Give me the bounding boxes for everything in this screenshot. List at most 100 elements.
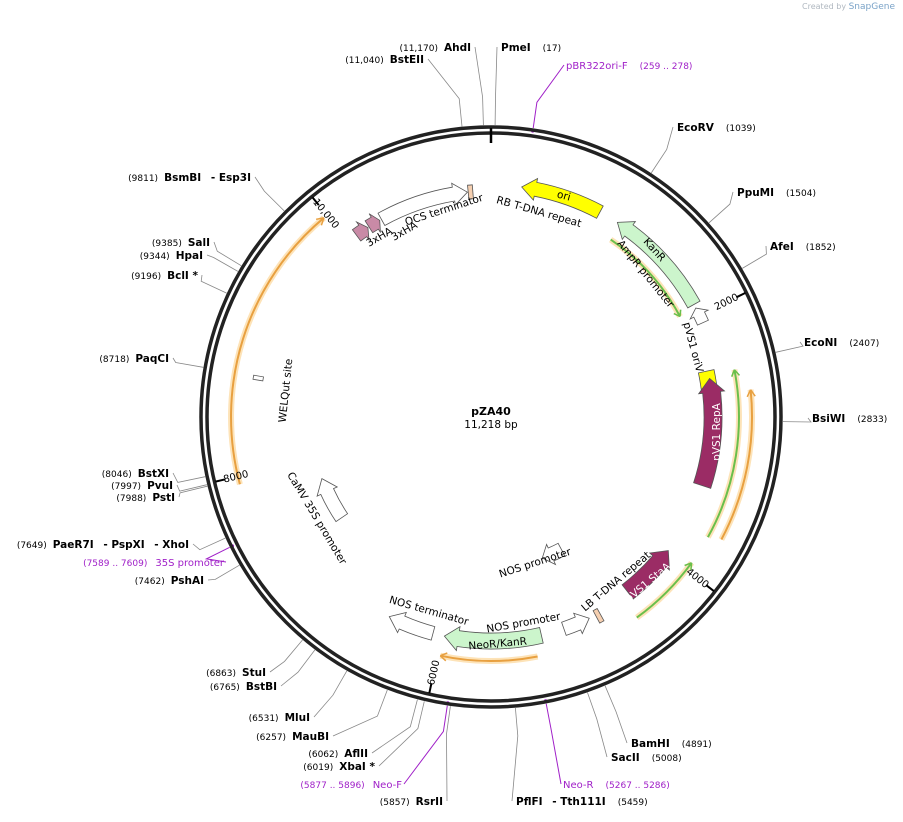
primer-name: Neo-R — [563, 780, 594, 791]
enzyme-leader — [511, 707, 519, 802]
enzyme-name: PstI — [152, 492, 175, 504]
enzyme-leader — [269, 639, 303, 673]
feature-welqut-site[interactable] — [252, 374, 264, 382]
enzyme-site[interactable]: (6019)XbaI * — [303, 761, 375, 773]
enzyme-name: StuI — [242, 667, 266, 679]
enzyme-position: (7462) — [135, 577, 165, 587]
enzyme-name: BclI * — [167, 270, 198, 282]
feature-pvs1-repa[interactable] — [693, 377, 726, 489]
feature-ampr-promoter[interactable] — [689, 307, 710, 326]
enzyme-name: BsmBI — [164, 172, 201, 184]
orf-layer — [228, 215, 756, 664]
enzyme-site[interactable]: PpuMI (1504) — [737, 187, 816, 199]
enzyme-name: PflFI — [516, 796, 543, 808]
enzyme-name: PpuMI — [737, 187, 774, 199]
enzyme-site[interactable]: PmeI (17) — [501, 42, 561, 54]
enzyme-site[interactable]: (5857) RsrII — [380, 796, 443, 808]
enzyme-position: (17) — [543, 44, 561, 54]
primer-name: 35S promoter — [155, 558, 225, 569]
enzyme-name: RsrII — [416, 796, 443, 808]
primer-site[interactable]: pBR322ori-F(259 .. 278) — [566, 61, 692, 72]
enzyme-leader — [254, 176, 285, 212]
enzyme-leader — [207, 564, 240, 581]
enzyme-leader — [604, 685, 628, 744]
tick-label: 2000 — [713, 292, 741, 313]
enzyme-site[interactable]: SacII(5008) — [611, 752, 682, 764]
enzyme-site[interactable]: (6257)MauBI — [256, 731, 329, 743]
enzyme-position: (1852) — [806, 243, 836, 253]
enzyme-site[interactable]: (7997)PvuI — [111, 480, 173, 492]
enzyme-site[interactable]: (7649)PaeR7I - PspXI - XhoI — [17, 539, 189, 551]
enzyme-name: HpaI — [176, 250, 203, 262]
feature-rb-t-dna-repeat[interactable] — [467, 184, 474, 200]
enzyme-name: BamHI — [631, 738, 670, 750]
enzyme-name: XbaI * — [339, 761, 375, 773]
enzyme-site[interactable]: (9344)HpaI — [140, 250, 203, 262]
enzyme-site[interactable]: (9196)BclI * — [131, 270, 198, 282]
enzyme-leader — [371, 699, 418, 754]
enzyme-leader — [280, 649, 316, 687]
primer-site[interactable]: (5877 .. 5896)Neo-F — [300, 780, 402, 791]
primer-site[interactable]: (7589 .. 7609)35S promoter — [83, 558, 225, 569]
enzyme-position: (5857) — [380, 798, 410, 808]
enzyme-site[interactable]: (9811)BsmBI - Esp3I — [128, 172, 251, 184]
enzyme-site[interactable]: (9385)SalI — [152, 237, 210, 249]
feature-kanr[interactable] — [616, 221, 701, 309]
feature-3xha[interactable] — [364, 213, 381, 234]
enzyme-site[interactable]: (6531)MluI — [249, 712, 310, 724]
feature-pvs1-staa[interactable] — [621, 550, 670, 600]
enzyme-leader — [200, 274, 227, 294]
enzyme-site[interactable]: EcoNI(2407) — [804, 337, 879, 349]
enzyme-site[interactable]: (8046)BstXI — [102, 468, 169, 480]
enzyme-position: (1504) — [786, 189, 816, 199]
credit-prefix: Created by — [802, 2, 847, 11]
enzyme-leader — [206, 254, 239, 272]
enzyme-site[interactable]: (7988)PstI — [116, 492, 175, 504]
feature-nos-promoter[interactable] — [561, 612, 590, 636]
enzyme-site[interactable]: (6863)StuI — [206, 667, 266, 679]
enzyme-leader — [178, 485, 208, 498]
orf-arc — [707, 369, 740, 538]
enzyme-leader — [172, 357, 204, 368]
feature-nos-terminator[interactable] — [388, 611, 436, 641]
orf-arc — [636, 562, 693, 619]
tick-mark — [705, 584, 715, 592]
enzyme-site[interactable]: (6765)BstBI — [210, 681, 277, 693]
tick-label: 4000 — [684, 567, 711, 591]
enzyme-name: MluI — [285, 712, 310, 724]
enzyme-site[interactable]: PflFI - Tth111I(5459) — [516, 796, 648, 808]
enzyme-site[interactable]: BamHI(4891) — [631, 738, 712, 750]
feature-nos-promoter[interactable] — [541, 542, 566, 566]
tick-label: 6000 — [426, 659, 442, 686]
feature-label: pVS1 oriV — [680, 321, 705, 375]
enzyme-site[interactable]: (11,040)BstEII — [345, 54, 424, 66]
snapgene-credit: Created by SnapGene — [802, 2, 895, 12]
enzyme-site[interactable]: BsiWI(2833) — [812, 413, 887, 425]
enzyme-position: (5008) — [652, 754, 682, 764]
primer-site[interactable]: Neo-R(5267 .. 5286) — [563, 780, 670, 791]
feature-ocs-terminator[interactable] — [377, 182, 469, 227]
enzyme-position: (8718) — [99, 355, 129, 365]
enzyme-site[interactable]: AfeI(1852) — [770, 241, 836, 253]
enzyme-site[interactable]: (8718) PaqCI — [99, 353, 169, 365]
enzyme-site[interactable]: (6062)AflII — [308, 748, 368, 760]
plasmid-length: 11,218 bp — [464, 419, 518, 431]
enzyme-name: PaqCI — [135, 353, 169, 365]
enzyme-leader — [708, 191, 734, 224]
enzyme-position: (2833) — [857, 415, 887, 425]
enzyme-leader — [474, 46, 484, 126]
enzyme-position: (11,040) — [345, 56, 384, 66]
feature-3xha[interactable] — [351, 220, 370, 242]
enzyme-site[interactable]: EcoRV(1039) — [677, 122, 756, 134]
feature-ori[interactable] — [521, 177, 604, 219]
feature-label: NeoR/KanR — [468, 635, 527, 652]
enzyme-site[interactable]: (7462)PshAI — [135, 575, 204, 587]
feature-lb-t-dna-repeat[interactable] — [592, 607, 605, 624]
enzyme-site[interactable]: (11,170)AhdI — [399, 42, 471, 54]
feature-camv-35s-promoter[interactable] — [316, 478, 349, 523]
orf-arrowhead — [684, 562, 693, 571]
tick-label: 8000 — [222, 469, 249, 486]
enzyme-leader — [172, 472, 206, 483]
enzyme-name: PmeI — [501, 42, 531, 54]
feature-neor-kanr[interactable] — [443, 625, 544, 652]
